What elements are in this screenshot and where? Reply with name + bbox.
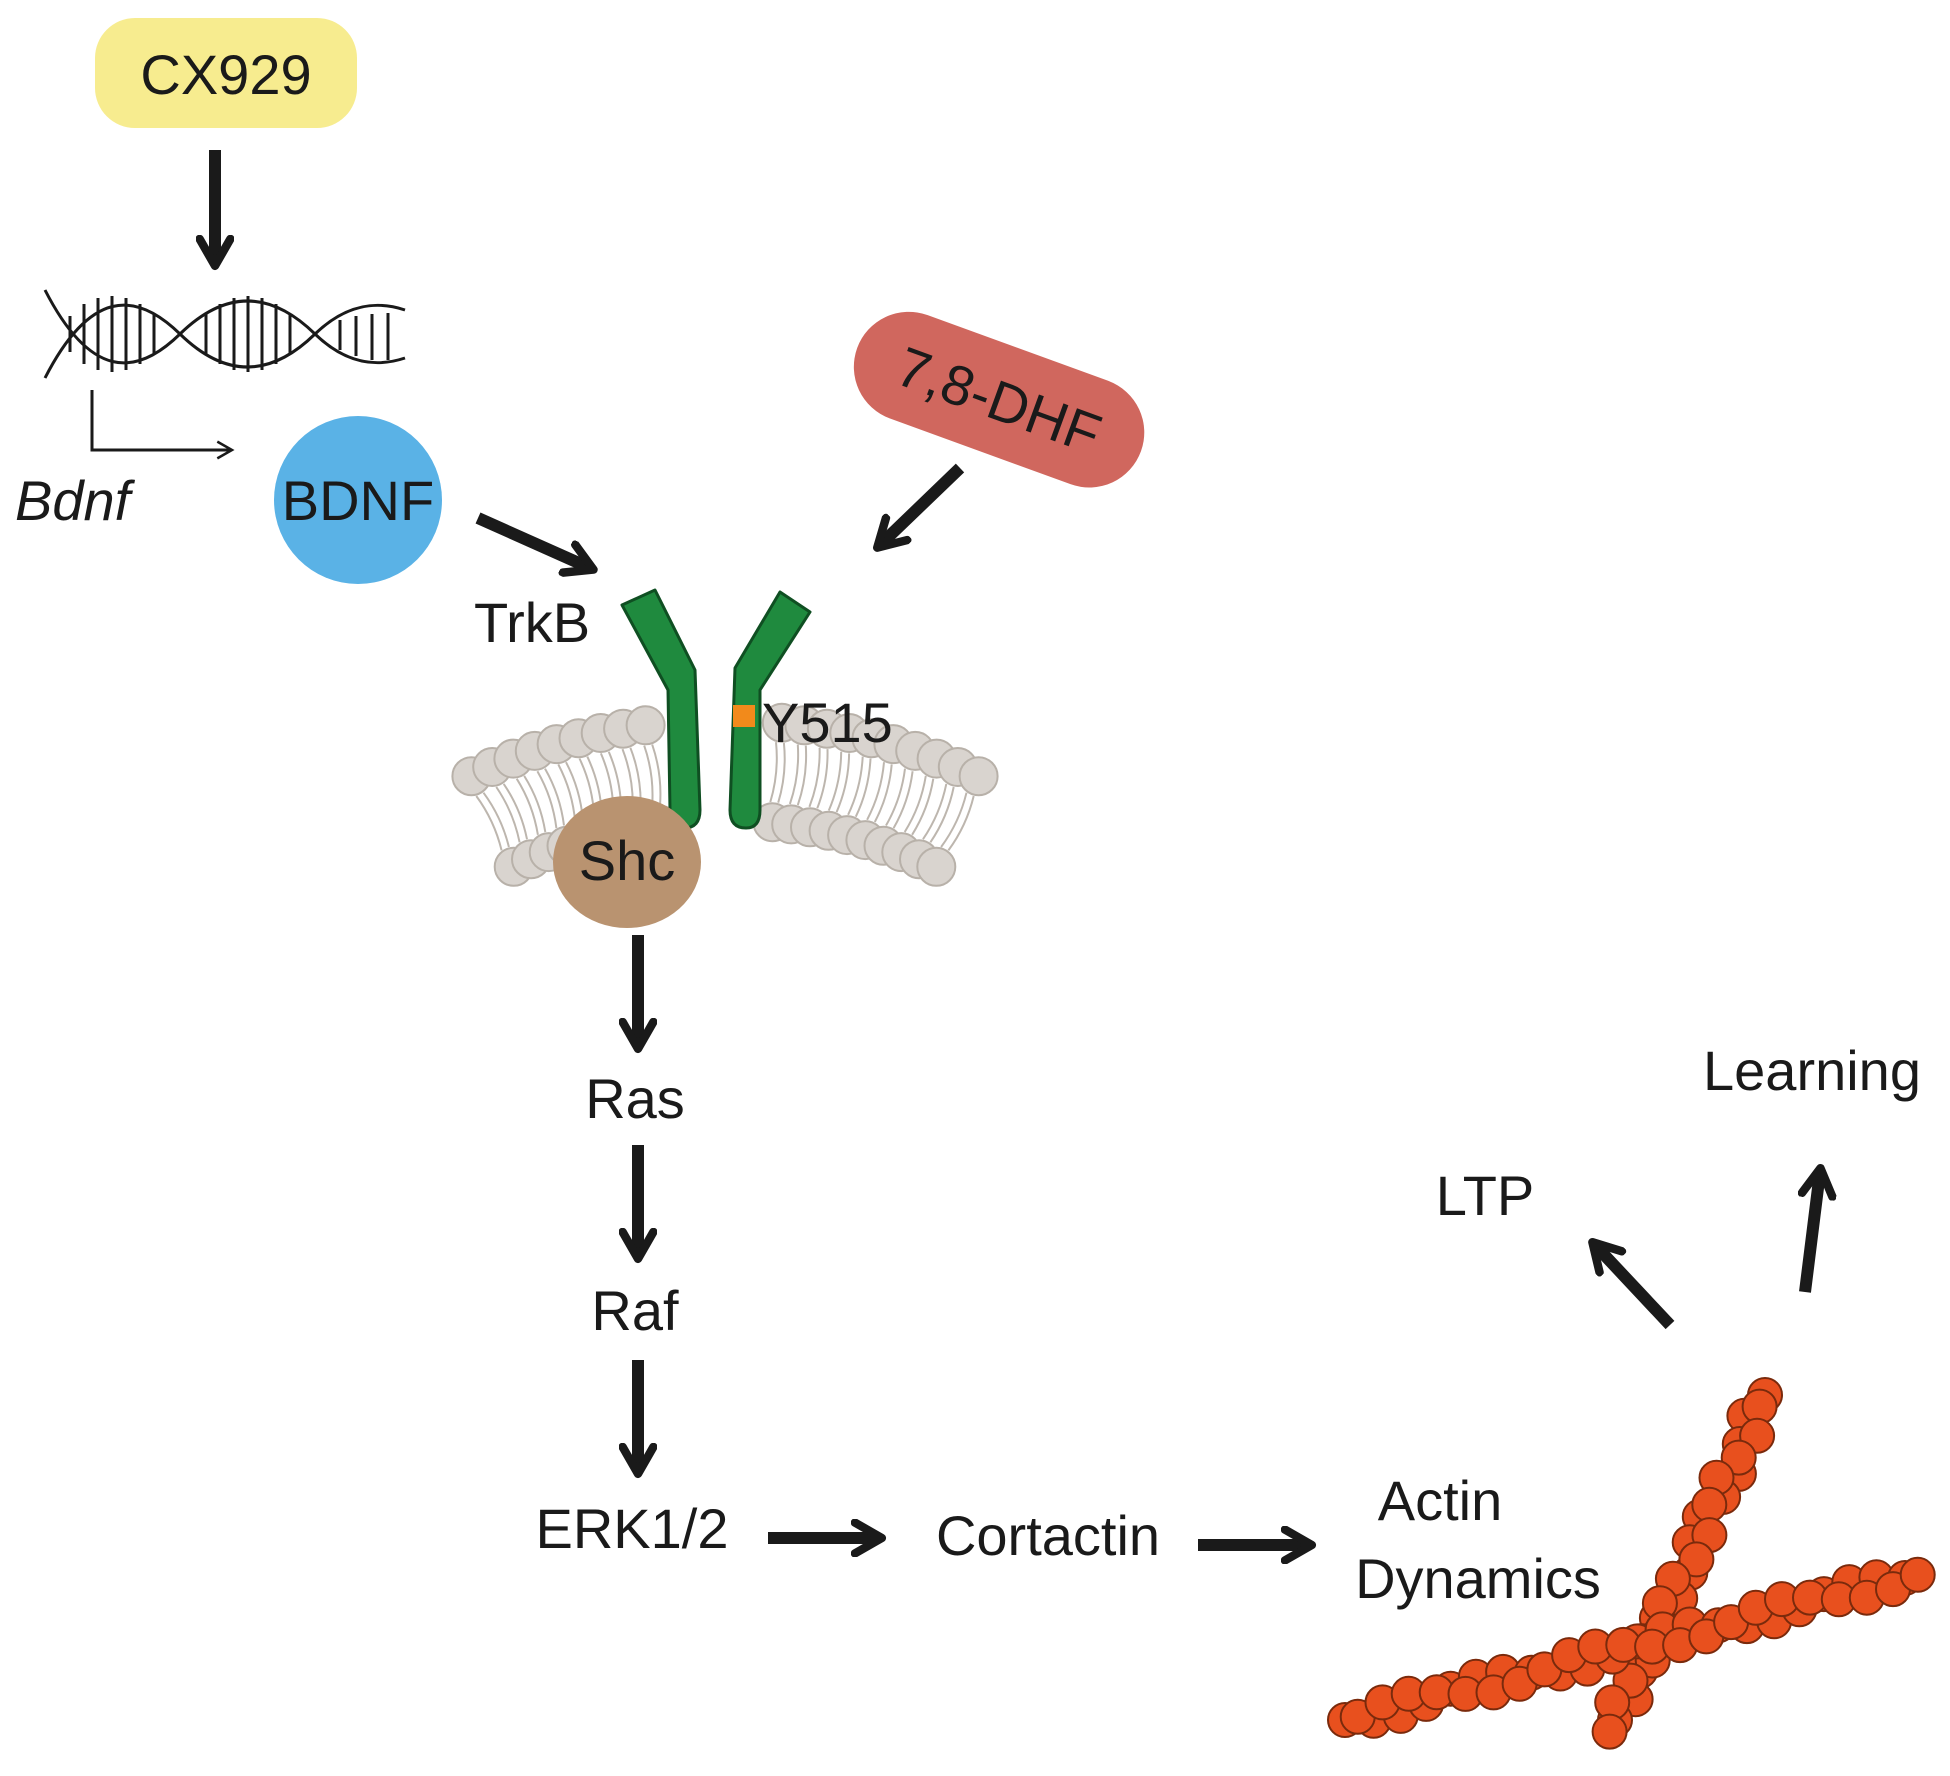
- cortactin-label: Cortactin: [936, 1504, 1160, 1567]
- cx929-label: CX929: [140, 43, 311, 106]
- shc-label: Shc: [579, 829, 676, 892]
- bdnf-node: BDNF: [274, 416, 442, 584]
- arrow-to-ltp: [1595, 1245, 1675, 1330]
- trkb-label: TrkB: [474, 591, 590, 654]
- arrow-bdnf-to-trkb: [475, 512, 590, 568]
- bdnf-gene-label: Bdnf: [15, 469, 136, 532]
- arrow-dhf-to-trkb: [880, 463, 965, 545]
- raf-label: Raf: [591, 1279, 679, 1342]
- y515-label: Y515: [762, 691, 893, 754]
- ltp-label: LTP: [1436, 1164, 1535, 1227]
- erk-label: ERK1/2: [536, 1497, 729, 1560]
- learning-label: Learning: [1703, 1039, 1921, 1102]
- actin-filaments: [1327, 1377, 1936, 1750]
- actin-label-line1: Actin: [1378, 1469, 1503, 1532]
- y515-site: [733, 705, 755, 727]
- dhf-node: 7,8-DHF: [853, 311, 1145, 488]
- transcription-arrow: [90, 390, 235, 460]
- ras-label: Ras: [585, 1067, 685, 1130]
- bdnf-label: BDNF: [282, 469, 434, 532]
- cx929-node: CX929: [95, 18, 357, 128]
- actin-label-line2: Dynamics: [1355, 1547, 1601, 1610]
- cell-membrane: [451, 702, 999, 887]
- arrow-to-learning: [1805, 1172, 1820, 1293]
- shc-node: Shc: [553, 796, 701, 928]
- dna-helix-icon: [43, 289, 406, 379]
